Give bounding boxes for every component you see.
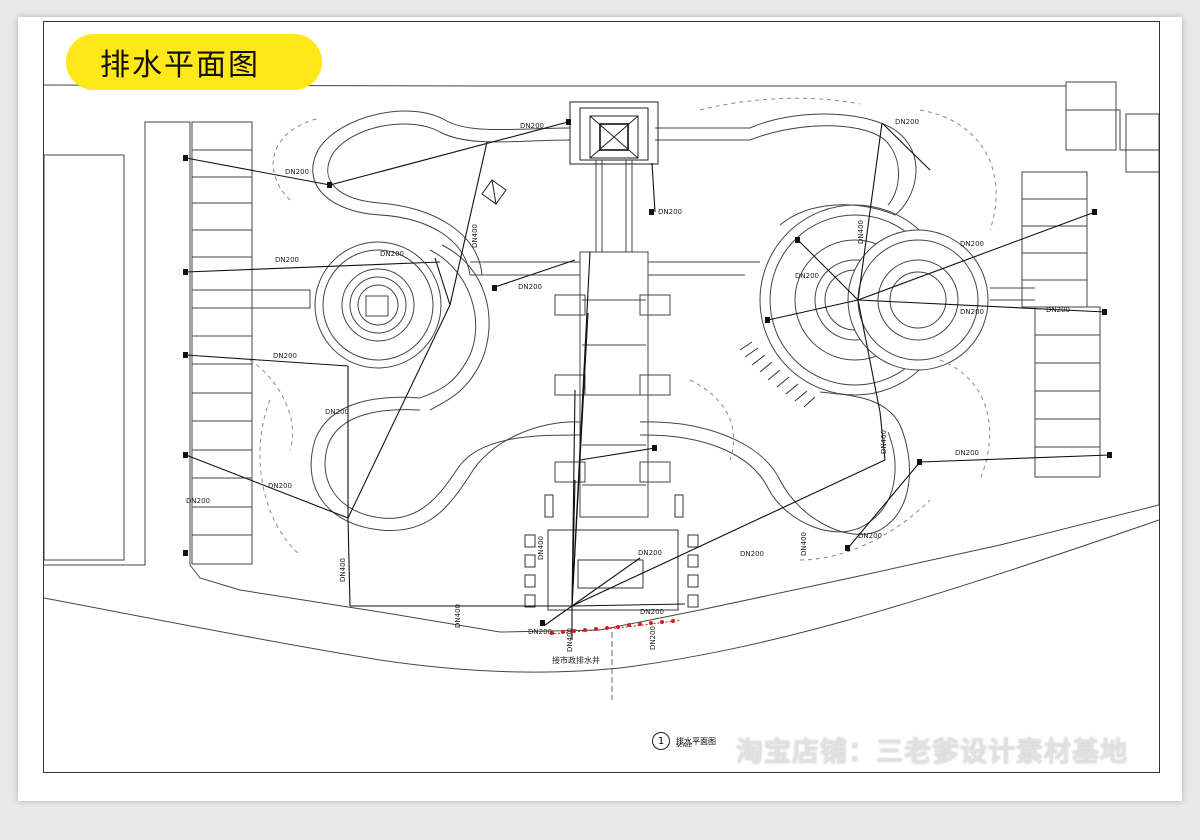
pipe-label: DN200 — [268, 482, 292, 490]
road-edge — [44, 519, 1159, 673]
outlet-line — [549, 619, 681, 635]
pipe-label: DN200 — [273, 352, 297, 360]
pipe-label: DN200 — [895, 118, 919, 126]
left-building — [44, 154, 125, 561]
watermark-text: 淘宝店铺：三老爹设计素材基地 — [736, 737, 1128, 768]
entrance-plaza — [524, 494, 699, 611]
page-title: 排水平面图 — [100, 48, 260, 83]
parking-right — [1021, 171, 1101, 478]
pipe-label: DN400 — [471, 224, 479, 248]
pipe-label: DN400 — [800, 532, 808, 556]
drawing-frame — [43, 21, 1160, 773]
pipe-label: DN200 — [186, 497, 210, 505]
path-lower-right — [639, 391, 910, 535]
right-building — [1065, 81, 1117, 151]
pipe-label: DN400 — [454, 604, 462, 628]
drawing-caption: 1 排水平面图 SCALE — [652, 732, 716, 750]
outlet-label: 接市政排水井 — [552, 655, 600, 665]
pipe-label: DN200 — [858, 532, 882, 540]
pipe-label: DN400 — [857, 220, 865, 244]
pipe-label: DN200 — [325, 408, 349, 416]
pipe-label: DN200 — [520, 122, 544, 130]
pipe-label: DN200 — [740, 550, 764, 558]
catch-basins — [183, 119, 1112, 626]
kiosk — [481, 179, 507, 205]
pipe-label: DN200 — [285, 168, 309, 176]
pipe-label: DN200 — [960, 240, 984, 248]
pipe-label: DN200 — [955, 449, 979, 457]
path-upper-right — [655, 113, 917, 226]
title-badge: 排水平面图 — [66, 34, 322, 90]
pipe-label: DN400 — [880, 430, 888, 454]
pipe-label: DN400 — [339, 558, 347, 582]
pipe-labels: DN200 DN200 DN200 DN200 DN200 DN200 DN20… — [186, 118, 1070, 652]
pipe-label: DN400 — [537, 536, 545, 560]
pipe-label: DN400 — [566, 628, 574, 652]
pipe-label: DN200 — [658, 208, 682, 216]
pipe-label: DN200 — [638, 549, 662, 557]
pipe-label: DN200 — [960, 308, 984, 316]
pipe-label: DN200 — [380, 250, 404, 258]
drain-pipes — [185, 121, 1111, 640]
pipe-label: DN200 — [518, 283, 542, 291]
pavilion — [569, 101, 659, 165]
right-steps — [739, 341, 816, 408]
pipe-label: DN200 — [640, 608, 664, 616]
pipe-label: DN200 — [1046, 306, 1070, 314]
pipe-label: DN200 — [649, 626, 657, 650]
contours — [249, 97, 997, 561]
caption-scale: SCALE — [676, 743, 693, 749]
caption-text: 排水平面图 — [676, 736, 716, 746]
caption-number: 1 — [652, 732, 670, 750]
pipe-label: DN200 — [275, 256, 299, 264]
left-plaza — [314, 241, 490, 411]
pipe-label: DN200 — [528, 628, 552, 636]
path-lower-left — [310, 396, 581, 532]
site-boundary — [44, 84, 1159, 633]
right-plaza — [759, 204, 989, 396]
path-upper-left — [312, 110, 571, 276]
pipe-label: DN200 — [795, 272, 819, 280]
right-building-2 — [1125, 113, 1159, 173]
